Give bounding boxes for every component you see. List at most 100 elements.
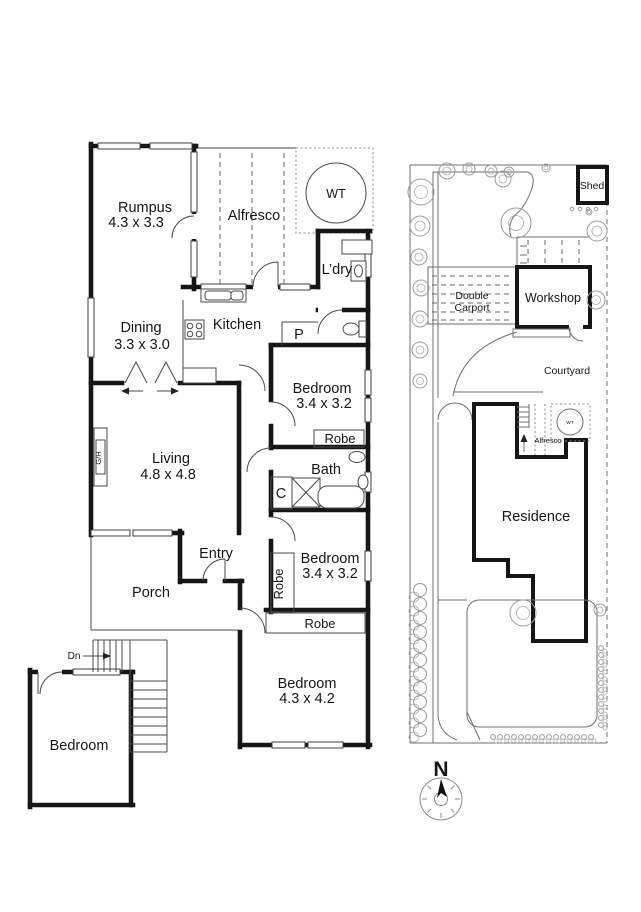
tree-icon bbox=[598, 659, 604, 665]
compass-tick bbox=[450, 785, 455, 790]
room-dims-dining: 3.3 x 3.0 bbox=[114, 337, 170, 353]
label-cupboard: C bbox=[276, 486, 286, 502]
shrubs bbox=[408, 206, 608, 744]
tree-icon bbox=[413, 597, 427, 611]
tree-icon bbox=[413, 611, 427, 625]
tree-icon bbox=[602, 683, 608, 689]
site-water-tank-icon bbox=[556, 408, 584, 436]
tree-icon bbox=[413, 625, 427, 639]
tree-icon bbox=[593, 206, 599, 212]
tree-icon bbox=[602, 697, 608, 703]
label-gas-heater: G/H bbox=[94, 451, 103, 464]
tree-icon bbox=[598, 673, 604, 679]
tree-icon bbox=[493, 738, 499, 744]
tree-icon bbox=[415, 314, 425, 324]
tree-icon bbox=[516, 606, 530, 620]
tree-icon bbox=[503, 166, 515, 178]
tree-icon bbox=[518, 734, 524, 740]
label-down: Dn bbox=[68, 651, 81, 662]
room-label-bedroom3: Bedroom bbox=[278, 676, 337, 692]
bathroom-fixtures bbox=[270, 451, 369, 510]
tree-icon bbox=[494, 170, 512, 188]
kitchen-fixtures bbox=[182, 288, 247, 384]
tree-icon bbox=[556, 738, 562, 744]
tree-icon bbox=[413, 709, 427, 723]
label-water-tank: WT bbox=[326, 187, 346, 201]
tree-icon bbox=[490, 734, 496, 740]
laundry-fixtures bbox=[341, 239, 373, 338]
tree-icon bbox=[602, 718, 608, 724]
bathtub-icon bbox=[317, 485, 365, 509]
tree-icon bbox=[539, 734, 545, 740]
room-dims-living: 4.8 x 4.8 bbox=[140, 467, 196, 483]
tree-icon bbox=[602, 711, 608, 717]
basin-icon bbox=[348, 451, 366, 463]
label-north: N bbox=[433, 758, 448, 781]
room-labels: Rumpus 4.3 x 3.3 Alfresco WT L’dry Dinin… bbox=[50, 187, 360, 754]
tree-icon bbox=[577, 206, 583, 212]
tree-icon bbox=[591, 295, 601, 305]
dining-doors bbox=[121, 360, 179, 395]
tree-icon bbox=[500, 207, 532, 239]
room-dims-rumpus: 4.3 x 3.3 bbox=[108, 215, 164, 231]
tree-icon bbox=[525, 734, 531, 740]
tree-icon bbox=[528, 738, 534, 744]
tree-icon bbox=[586, 290, 606, 310]
tree-icon bbox=[598, 666, 604, 672]
label-pantry: P bbox=[294, 327, 304, 343]
tree-icon bbox=[588, 734, 594, 740]
main-floor-plan: Rumpus 4.3 x 3.3 Alfresco WT L’dry Dinin… bbox=[27, 141, 374, 810]
tree-icon bbox=[598, 722, 604, 728]
tree-icon bbox=[511, 734, 517, 740]
gate-arcs bbox=[437, 402, 473, 421]
double-carport: Double Carport bbox=[427, 266, 517, 325]
workshop: Workshop bbox=[512, 265, 592, 342]
tree-icon bbox=[413, 639, 427, 653]
tree-icon bbox=[585, 206, 591, 212]
tree-icon bbox=[598, 715, 604, 721]
site-alfresco: WT Alfresco bbox=[517, 403, 591, 455]
tree-icon bbox=[412, 279, 430, 297]
tree-icon bbox=[411, 310, 429, 328]
room-label-kitchen: Kitchen bbox=[213, 317, 261, 333]
label-courtyard: Courtyard bbox=[544, 365, 590, 377]
tree-icon bbox=[414, 252, 424, 262]
room-label-porch: Porch bbox=[132, 585, 170, 601]
tree-icon bbox=[413, 667, 427, 681]
trees bbox=[407, 162, 608, 627]
tree-icon bbox=[560, 734, 566, 740]
tree-icon bbox=[532, 734, 538, 740]
front-lawn bbox=[466, 599, 598, 741]
tree-icon bbox=[411, 341, 429, 359]
label-carport-line1: Double bbox=[455, 290, 488, 302]
label-site-alfresco: Alfresco bbox=[534, 436, 561, 445]
room-label-bath: Bath bbox=[311, 462, 341, 478]
tree-icon bbox=[549, 738, 555, 744]
tree-icon bbox=[598, 708, 604, 714]
tree-icon bbox=[569, 206, 575, 212]
tree-icon bbox=[414, 220, 426, 232]
north-arrow-icon bbox=[437, 779, 447, 798]
tree-icon bbox=[598, 652, 604, 658]
alfresco-decking bbox=[196, 147, 296, 284]
tree-icon bbox=[567, 734, 573, 740]
tree-icon bbox=[462, 162, 476, 176]
tree-icon bbox=[591, 738, 597, 744]
label-site-wt: WT bbox=[566, 420, 574, 426]
tree-icon bbox=[413, 681, 427, 695]
tree-icon bbox=[484, 164, 498, 178]
side-path bbox=[432, 172, 467, 743]
tree-icon bbox=[407, 178, 435, 206]
tree-icon bbox=[414, 185, 428, 199]
tree-icon bbox=[585, 208, 593, 216]
stove-icon bbox=[184, 319, 205, 340]
tree-icon bbox=[498, 174, 508, 184]
tree-icon bbox=[543, 165, 549, 171]
label-robe3: Robe bbox=[304, 616, 335, 631]
tree-icon bbox=[598, 701, 604, 707]
workshop-deck bbox=[512, 328, 571, 338]
porch-outline bbox=[90, 537, 238, 631]
courtyard: Courtyard bbox=[437, 331, 590, 421]
tree-icon bbox=[413, 723, 427, 737]
